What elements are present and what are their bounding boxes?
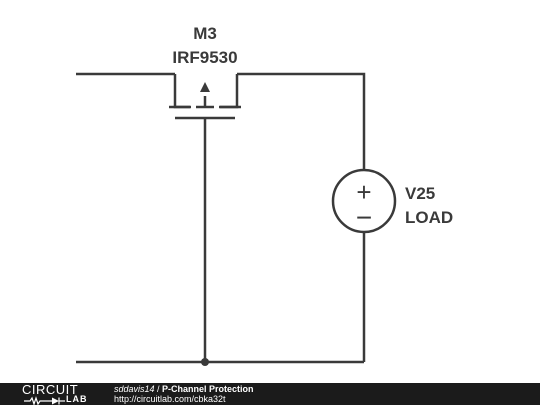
logo-text-bottom: LAB: [66, 394, 88, 404]
author-link[interactable]: sddavis14: [114, 384, 155, 394]
mosfet-drain-lead: [173, 74, 190, 109]
mosfet-ref-label: M3: [193, 24, 217, 43]
logo-diode-icon: [24, 396, 65, 405]
voltage-source-v25: + −: [331, 168, 397, 234]
circuit-info: sddavis14 / P-Channel Protection http://…: [114, 384, 254, 404]
circuit-title[interactable]: P-Channel Protection: [162, 384, 254, 394]
title-separator: /: [154, 384, 163, 394]
footer-bar: CIRCUIT LAB sddavis14 / P-Channel Protec…: [0, 383, 540, 405]
source-ref-label: V25: [405, 184, 435, 203]
voltage-source-circle: [331, 168, 397, 234]
circuit-schematic: + − M3 IRF9530 V25 LOAD: [76, 24, 453, 366]
plus-sign: +: [356, 177, 371, 207]
logo-text-top: CIRCUIT: [22, 382, 79, 397]
minus-sign: −: [356, 202, 372, 233]
mosfet-arrow-icon: [200, 82, 210, 92]
mosfet-m3: [169, 74, 241, 120]
source-role-label: LOAD: [405, 208, 453, 227]
mosfet-part-label: IRF9530: [172, 48, 237, 67]
wire-top-right: [237, 72, 366, 170]
junction-dot: [201, 358, 209, 366]
circuitlab-logo[interactable]: CIRCUIT LAB: [22, 383, 94, 405]
wires: [76, 72, 366, 364]
mosfet-source-lead: [220, 74, 239, 109]
circuit-url[interactable]: http://circuitlab.com/cbka32t: [114, 394, 226, 404]
